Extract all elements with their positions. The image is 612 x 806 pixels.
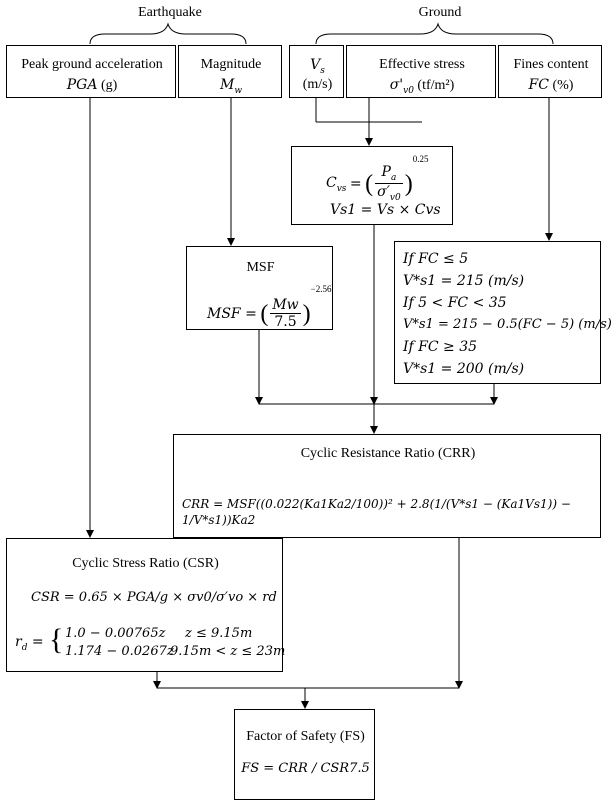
pga-symbol-line: PGA (g) bbox=[7, 78, 177, 93]
fs-box: Factor of Safety (FS) FS = CRR / CSR7.5 bbox=[234, 709, 375, 800]
pga-box: Peak ground acceleration PGA (g) bbox=[6, 45, 176, 98]
pga-symbol: PGA bbox=[66, 77, 98, 93]
rd-case2-cond: 9.15m < z ≤ 23m bbox=[170, 644, 286, 659]
rd-label: rd = bbox=[15, 634, 44, 653]
ground-brace bbox=[315, 22, 554, 45]
magnitude-symbol: M bbox=[219, 77, 235, 93]
cvs-line2: Vs1 = Vs × Cvs bbox=[330, 202, 441, 218]
cvs-exp: 0.25 bbox=[412, 154, 429, 164]
stress-title: Effective stress bbox=[379, 57, 465, 72]
vs1star-line-1: If FC ≤ 5 bbox=[403, 251, 469, 267]
cvs-den: σ′ bbox=[377, 184, 390, 201]
pga-unit: (g) bbox=[100, 78, 118, 93]
cvs-num: P bbox=[381, 164, 391, 181]
ground-header: Ground bbox=[418, 5, 462, 20]
msf-exp: −2.56 bbox=[310, 284, 332, 294]
stress-symbol-line: σ'v0 (tf/m²) bbox=[347, 78, 497, 96]
csr-formula: CSR = 0.65 × PGA/g × σv0/σ′vo × rd bbox=[31, 590, 277, 605]
fines-symbol-line: FC (%) bbox=[499, 78, 603, 93]
cvs-num-sub: a bbox=[390, 172, 397, 183]
csr-box: Cyclic Stress Ratio (CSR) CSR = 0.65 × P… bbox=[6, 538, 286, 672]
earthquake-header: Earthquake bbox=[138, 5, 202, 20]
stress-sub: v0 bbox=[403, 85, 414, 96]
rd-brace: { bbox=[49, 623, 64, 656]
fines-symbol: FC bbox=[528, 77, 549, 93]
vs1star-line-6: V*s1 = 200 (m/s) bbox=[403, 361, 525, 377]
vs1star-line-5: If FC ≥ 35 bbox=[403, 339, 478, 355]
vs1star-line-3: If 5 < FC < 35 bbox=[403, 295, 507, 311]
vs1star-line-2: V*s1 = 215 (m/s) bbox=[403, 273, 525, 289]
vs-box: Vs (m/s) bbox=[289, 45, 344, 98]
pga-title: Peak ground acceleration bbox=[21, 57, 163, 72]
fines-title: Fines content bbox=[513, 57, 589, 72]
msf-title: MSF bbox=[246, 260, 275, 275]
vs-unit: (m/s) bbox=[302, 77, 333, 92]
rd-case2-expr: 1.174 − 0.0267z bbox=[65, 644, 174, 659]
cvs-den-sub: v0 bbox=[389, 193, 401, 204]
vs1star-box: If FC ≤ 5 V*s1 = 215 (m/s) If 5 < FC < 3… bbox=[394, 241, 612, 384]
msf-num: Mw bbox=[270, 297, 301, 315]
fines-unit: (%) bbox=[552, 78, 574, 93]
crr-formula: CRR = MSF((0.022(Ka1Ka2/100))² + 2.8(1/(… bbox=[182, 497, 571, 527]
fs-formula: FS = CRR / CSR7.5 bbox=[241, 761, 370, 776]
stress-box: Effective stress σ'v0 (tf/m²) bbox=[346, 45, 496, 98]
stress-unit: (tf/m²) bbox=[417, 78, 455, 93]
magnitude-title: Magnitude bbox=[200, 57, 262, 72]
magnitude-symbol-line: Mw bbox=[179, 78, 283, 96]
earthquake-brace bbox=[89, 22, 247, 45]
rd-case1-cond: z ≤ 9.15m bbox=[185, 626, 253, 641]
crr-title: Cyclic Resistance Ratio (CRR) bbox=[300, 446, 476, 461]
crr-box: Cyclic Resistance Ratio (CRR) CRR = MSF(… bbox=[173, 434, 601, 538]
cvs-lhs-sub: vs bbox=[336, 183, 347, 194]
fs-title: Factor of Safety (FS) bbox=[246, 729, 365, 744]
msf-den: 7.5 bbox=[274, 314, 297, 331]
vs-symbol-line: Vs bbox=[290, 58, 345, 76]
vs-sub: s bbox=[320, 65, 325, 76]
cvs-lhs: C bbox=[326, 175, 337, 191]
stress-symbol: σ' bbox=[389, 77, 404, 93]
magnitude-sub: w bbox=[234, 85, 243, 96]
csr-title: Cyclic Stress Ratio (CSR) bbox=[72, 556, 219, 571]
msf-lhs: MSF = bbox=[207, 305, 257, 322]
vs1star-line-4: V*s1 = 215 − 0.5(FC − 5) (m/s) bbox=[403, 317, 612, 332]
magnitude-box: Magnitude Mw bbox=[178, 45, 282, 98]
rd-case1-expr: 1.0 − 0.00765z bbox=[65, 626, 166, 641]
fines-box: Fines content FC (%) bbox=[498, 45, 602, 98]
vs-symbol: V bbox=[310, 57, 321, 73]
